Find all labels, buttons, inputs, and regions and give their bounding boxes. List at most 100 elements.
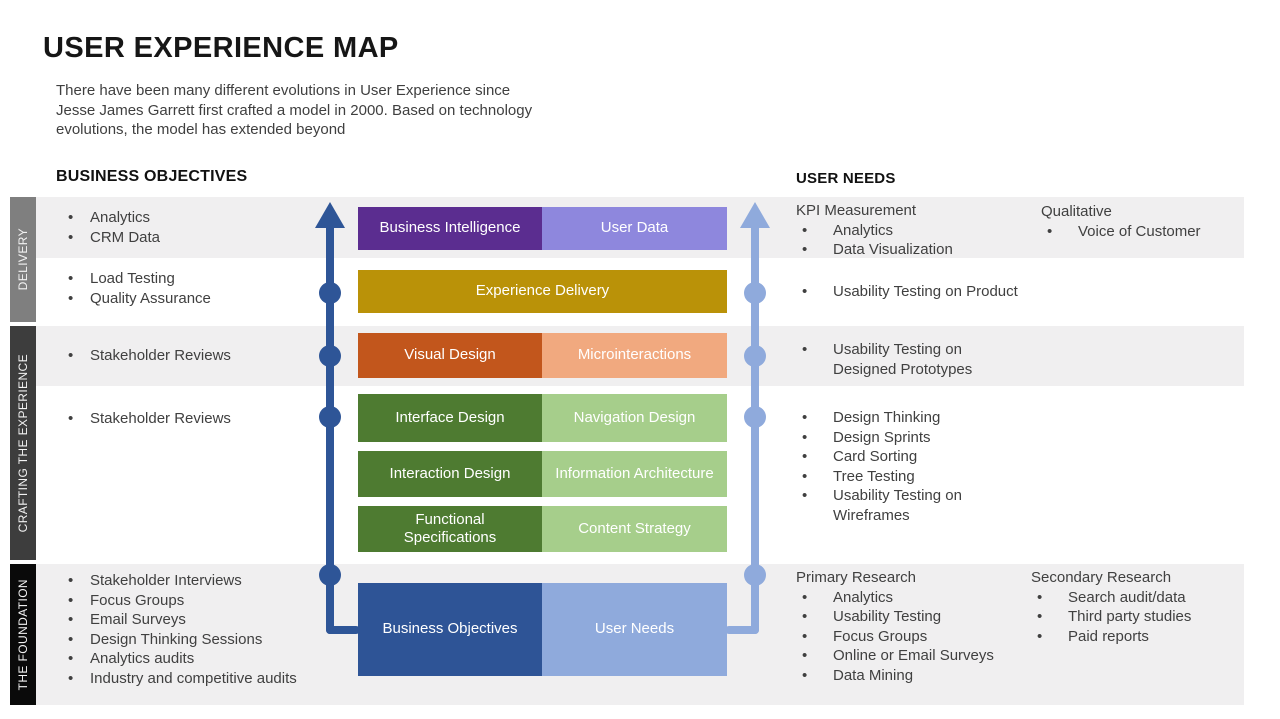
bullet-icon: •	[68, 630, 74, 648]
list-item-label: Data Mining	[833, 666, 914, 684]
phase-label: CRAFTING THE EXPERIENCE	[16, 353, 30, 533]
list-item: •Data Mining	[796, 666, 1026, 686]
list-item: •Stakeholder Reviews	[62, 409, 322, 429]
list-item: •Focus Groups	[796, 627, 1026, 647]
list-item-label: Search audit/data	[1068, 588, 1186, 606]
bullet-icon: •	[1047, 222, 1053, 240]
bullet-icon: •	[1037, 608, 1043, 625]
bullet-icon: •	[68, 410, 74, 427]
box-navigation-design: Navigation Design	[542, 394, 727, 442]
list-item-label: Email Surveys	[90, 611, 186, 628]
group-heading: Qualitative	[1041, 203, 1112, 220]
list-item-label: Analytics	[90, 209, 151, 226]
list-item: • CRM Data	[62, 228, 322, 248]
list-item: • Usability Testing on Designed Prototype…	[796, 340, 1006, 379]
list-item: • Analytics	[796, 588, 1026, 608]
bullet-icon: •	[1037, 627, 1043, 645]
subtitle: There have been many different evolution…	[56, 81, 532, 140]
list-item: • Focus Groups	[62, 591, 342, 611]
list-item-label: Data Visualization	[833, 241, 953, 258]
list-item-label: CRM Data	[90, 228, 161, 246]
box-content-strategy: Content Strategy	[542, 506, 727, 552]
list-item-label: Tree Testing	[833, 467, 915, 485]
list-item-label: Usability Testing on Designed Prototypes	[833, 341, 973, 378]
bullet-icon: •	[802, 588, 808, 606]
list-item-label: Design Thinking Sessions	[90, 630, 263, 648]
bullet-icon: •	[802, 221, 808, 239]
bullet-icon: •	[802, 283, 808, 300]
list-item: • Voice of Customer	[1041, 222, 1261, 242]
left-list-crafting-1: •Stakeholder Reviews	[62, 346, 322, 366]
list-item: •Design Thinking	[796, 408, 1011, 428]
list-item-label: Voice of Customer	[1078, 222, 1201, 240]
bullet-icon: •	[68, 572, 74, 589]
right-group-qualitative: Qualitative • Voice of Customer	[1041, 202, 1261, 241]
list-item: •Online or Email Surveys	[796, 646, 1026, 666]
bullet-icon: •	[802, 467, 808, 485]
list-item-label: Third party studies	[1068, 608, 1192, 625]
list-item-label: Focus Groups	[833, 627, 928, 645]
subtitle-line: evolutions, the model has extended beyon…	[56, 121, 346, 138]
list-item-label: Focus Groups	[90, 591, 185, 609]
list-item: • Tree Testing	[796, 467, 1011, 487]
list-item: •Usability Testing on Wireframes	[796, 486, 1011, 525]
bullet-icon: •	[68, 228, 74, 246]
list-item: •Load Testing	[62, 269, 322, 289]
user-needs-arrow-line	[751, 222, 759, 634]
phase-the-foundation: THE FOUNDATION	[10, 564, 36, 705]
phase-label: THE FOUNDATION	[16, 578, 30, 691]
bullet-icon: •	[68, 209, 74, 226]
list-item-label: Quality Assurance	[90, 289, 211, 307]
list-item-label: Analytics audits	[90, 650, 195, 667]
left-list-delivery-1: • Analytics • CRM Data	[62, 208, 322, 247]
box-business-intelligence: Business Intelligence	[358, 207, 542, 250]
list-item: •Usability Testing	[796, 607, 1026, 627]
list-item-label: Usability Testing on Product	[833, 283, 1018, 300]
bullet-icon: •	[1037, 588, 1043, 606]
box-information-architecture: Information Architecture	[542, 451, 727, 497]
list-item-label: Design Sprints	[833, 428, 931, 446]
phase-delivery: DELIVERY	[10, 197, 36, 322]
list-item: •Email Surveys	[62, 610, 342, 630]
list-item-label: Usability Testing on Wireframes	[833, 487, 962, 524]
bullet-icon: •	[802, 241, 808, 258]
arrow-up-icon	[740, 202, 770, 228]
list-item: •Industry and competitive audits	[62, 669, 342, 689]
box-experience-delivery: Experience Delivery	[358, 270, 727, 313]
list-item: •Card Sorting	[796, 447, 1011, 467]
arrow-node-icon	[319, 282, 341, 304]
box-business-objectives: Business Objectives	[358, 583, 542, 676]
group-heading: Secondary Research	[1031, 569, 1172, 586]
list-item: • Analytics	[62, 208, 322, 228]
box-functional-specifications: Functional Specifications	[358, 506, 542, 552]
arrow-node-icon	[744, 345, 766, 367]
list-item: • Data Visualization	[796, 240, 1026, 260]
arrow-node-icon	[744, 282, 766, 304]
list-item: •Quality Assurance	[62, 289, 322, 309]
bullet-icon: •	[802, 608, 808, 625]
list-item-label: Card Sorting	[833, 448, 918, 465]
arrow-node-icon	[744, 406, 766, 428]
bullet-icon: •	[68, 650, 74, 667]
list-item-label: Industry and competitive audits	[90, 669, 297, 687]
box-visual-design: Visual Design	[358, 333, 542, 378]
user-needs-arrow-elbow	[725, 626, 759, 634]
left-list-delivery-2: •Load Testing •Quality Assurance	[62, 269, 322, 308]
list-item: • Search audit/data	[1031, 588, 1251, 608]
list-item-label: Analytics	[833, 221, 894, 239]
bullet-icon: •	[68, 591, 74, 609]
subtitle-line: Jesse James Garrett first crafted a mode…	[56, 101, 533, 119]
list-item-label: Analytics	[833, 588, 894, 606]
list-item-label: Online or Email Surveys	[833, 647, 994, 664]
arrow-up-icon	[315, 202, 345, 228]
left-list-foundation: •Stakeholder Interviews •Focus Groups •E…	[62, 571, 342, 688]
subtitle-line: There have been many different evolution…	[56, 82, 511, 99]
box-user-data: User Data	[542, 207, 727, 250]
bullet-icon: •	[802, 341, 808, 358]
box-user-needs: User Needs	[542, 583, 727, 676]
business-objectives-arrow-elbow	[326, 626, 360, 634]
bullet-icon: •	[68, 270, 74, 287]
list-item-label: Stakeholder Reviews	[90, 347, 231, 364]
right-group-delivery-2: • Usability Testing on Product	[796, 282, 1046, 302]
